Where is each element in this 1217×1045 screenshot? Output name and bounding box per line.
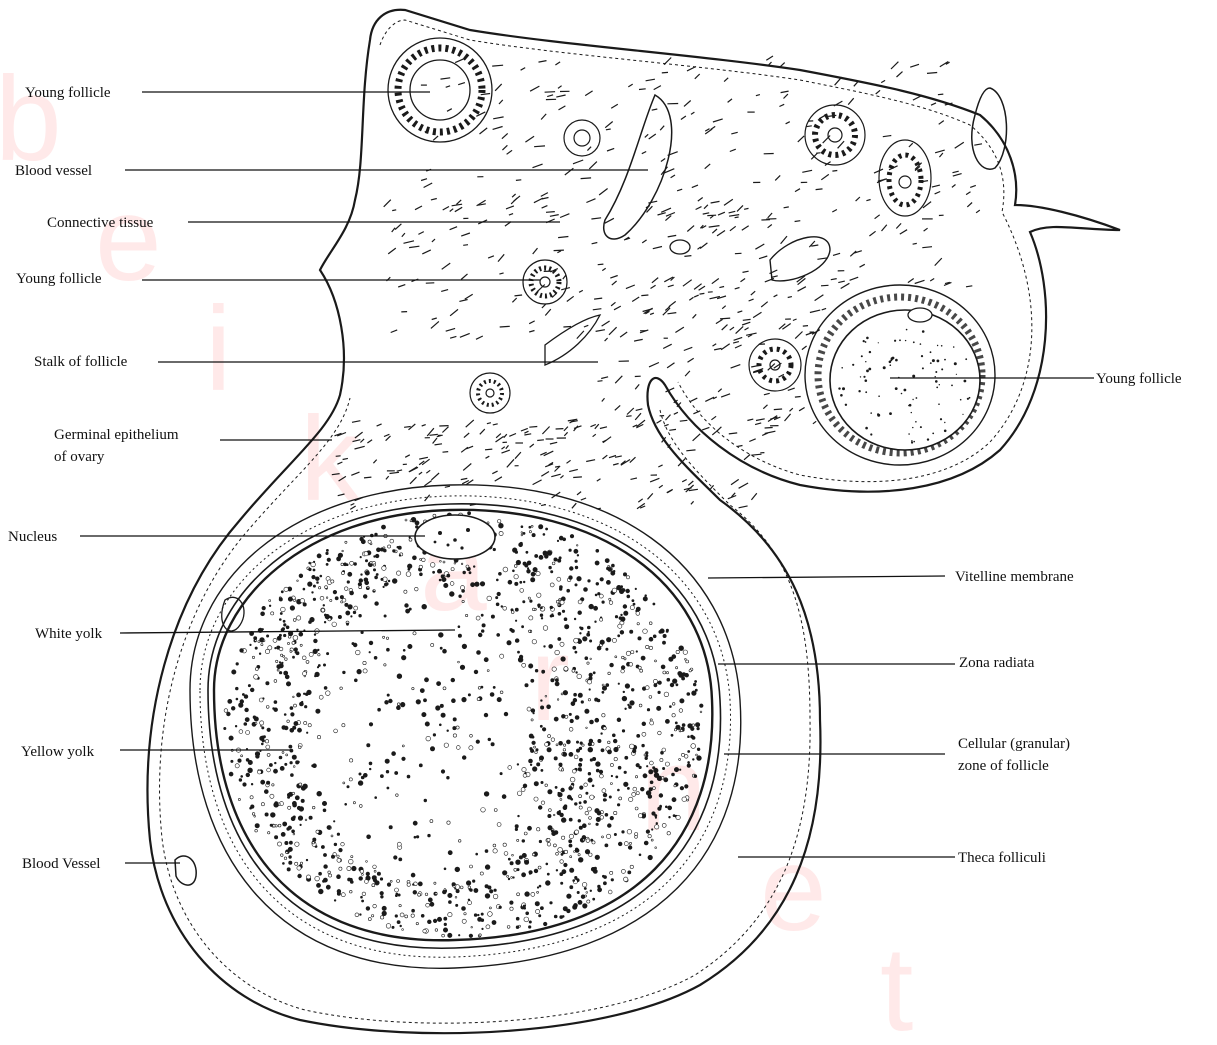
ovary-tissue-outline [148,10,1120,1033]
blood-vessel-top-right [972,88,1007,169]
label-stalk-of-follicle: Stalk of follicle [34,354,128,370]
label-young-follicle-mid: Young follicle [16,271,102,287]
leader-white-yolk [120,630,455,633]
label-zona-radiata: Zona radiata [959,655,1035,671]
label-young-follicle-right: Young follicle [1096,371,1182,387]
label-yellow-yolk: Yellow yolk [21,744,95,760]
label-young-follicle-top: Young follicle [25,85,111,101]
follicle-top-right-b [879,140,931,216]
labels: Young follicle Blood vessel Connective t… [8,85,1182,872]
young-follicle-small-top [388,38,492,142]
label-cellular-zone-2: zone of follicle [958,758,1049,774]
follicle-top-center [564,120,600,156]
label-cellular-zone-1: Cellular (granular) [958,736,1070,752]
watermark-letter: i [205,282,232,416]
label-vitelline-membrane: Vitelline membrane [955,569,1074,585]
label-blood-vessel-bottom: Blood Vessel [22,856,100,872]
young-follicle-right-ovum [830,310,980,450]
blood-vessel-small [670,240,690,254]
watermark-letter: e [95,172,162,306]
follicle-left-of-right [749,339,801,391]
watermark-letter: k [300,392,361,526]
nucleus-shape [415,515,495,559]
label-blood-vessel-top: Blood vessel [15,163,92,179]
leader-lines [80,92,1094,863]
label-white-yolk: White yolk [35,626,103,642]
young-follicle-right [805,285,995,465]
leader-vitelline-membrane [708,576,945,578]
young-follicle-small-mid [523,260,567,304]
ovary-tissue [148,10,1120,1033]
watermark-letter: e [760,822,827,956]
blood-vessel-top [604,95,672,239]
stalk-vessel [545,315,600,365]
young-follicle-small-stalk [470,373,510,413]
blood-vessel-left [222,597,244,631]
label-nucleus: Nucleus [8,529,57,545]
blood-vessel-bottom-shape [175,856,196,885]
label-germinal-epithelium-1: Germinal epithelium [54,427,179,443]
young-follicle-right-nucleus [908,308,932,322]
label-germinal-epithelium-2: of ovary [54,449,105,465]
label-connective-tissue: Connective tissue [47,215,154,231]
watermark-letter: r [530,612,570,746]
label-theca-folliculi: Theca folliculi [958,850,1046,866]
watermark-letter: t [880,922,913,1045]
